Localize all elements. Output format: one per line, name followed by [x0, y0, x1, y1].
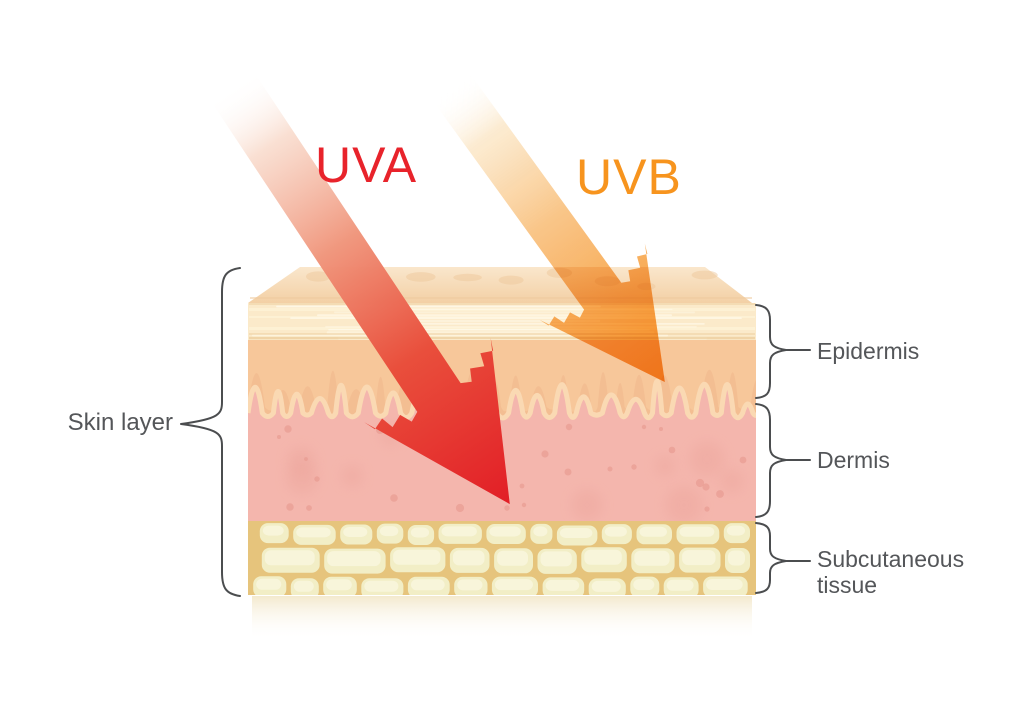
epidermis-label: Epidermis — [817, 338, 920, 364]
epidermis-brace — [755, 304, 787, 399]
block-shadow — [252, 596, 752, 638]
skin-block — [248, 267, 756, 638]
uva-arrow — [210, 71, 510, 505]
subcutaneous-label-line1: Subcutaneous — [817, 546, 965, 572]
dermis-brace — [755, 403, 787, 518]
subcutaneous-tissue-label: Subcutaneous tissue — [817, 546, 964, 598]
subcutaneous-brace — [755, 522, 787, 594]
uva-label: UVA — [315, 137, 418, 193]
fat-cells — [253, 523, 750, 595]
skin-layer-label: Skin layer — [67, 409, 173, 436]
skin-layer-brace — [180, 267, 241, 597]
uvb-arrow — [433, 74, 665, 383]
subcutaneous-label-line2: tissue — [817, 572, 878, 598]
dermis-label: Dermis — [817, 447, 890, 473]
uvb-label: UVB — [576, 149, 682, 205]
